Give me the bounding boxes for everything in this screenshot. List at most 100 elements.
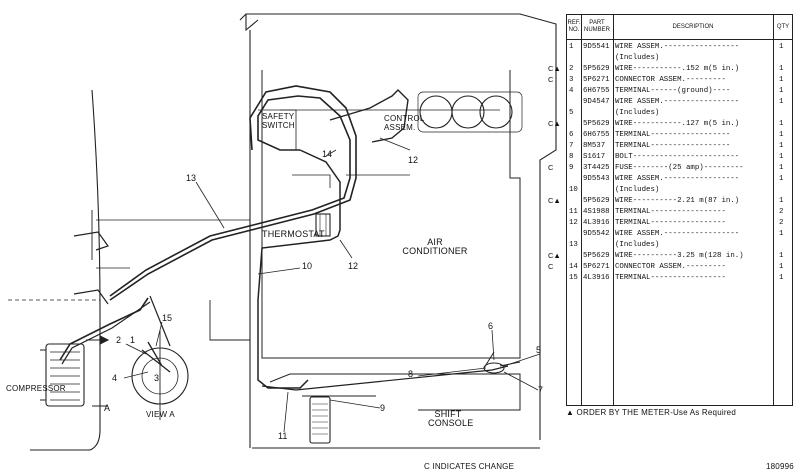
callout-11: 11 xyxy=(278,431,288,441)
parts-table-header: REF. NO. PART NUMBER DESCRIPTION QTY xyxy=(567,15,792,40)
cell-description: TERMINAL------(ground)---- xyxy=(615,87,731,95)
cell-part-number: 3T4425 xyxy=(583,164,610,172)
view-a-label: VIEW A xyxy=(146,410,175,419)
cell-qty: 1 xyxy=(779,43,784,51)
cell-part-number: 6H6755 xyxy=(583,131,610,139)
header-part-number: PART NUMBER xyxy=(583,20,610,33)
cell-part-number: 5P5629 xyxy=(583,65,610,73)
callout-2: 2 xyxy=(116,335,122,345)
control-assem-label-line2: ASSEM. xyxy=(384,123,416,132)
cell-ref: 7 xyxy=(569,142,574,150)
harness-wire-10 xyxy=(257,149,341,389)
table-row: 5P5629 WIRE----------2.21 m(87 in.)1 xyxy=(567,196,794,207)
thermostat-label: THERMOSTAT xyxy=(262,229,325,239)
cell-ref: 13 xyxy=(569,241,578,249)
callout-7: 7 xyxy=(538,385,544,395)
cell-description: WIRE ASSEM.----------------- xyxy=(615,98,740,106)
cell-description: TERMINAL------------------ xyxy=(615,142,731,150)
cell-part-number: 5P5629 xyxy=(583,252,610,260)
air-conditioner-label: AIR CONDITIONER xyxy=(400,238,470,256)
callout-10: 10 xyxy=(302,261,313,271)
column-divider xyxy=(581,15,582,405)
cell-description: TERMINAL------------------ xyxy=(615,131,731,139)
cell-part-number: 9D4547 xyxy=(583,98,610,106)
shift-console-label: SHIFT CONSOLE xyxy=(428,410,474,428)
vent-circle xyxy=(419,95,453,129)
cell-qty: 2 xyxy=(779,219,784,227)
column-divider xyxy=(773,15,774,405)
cell-description: WIRE ASSEM.----------------- xyxy=(615,43,740,51)
cab-outline xyxy=(239,13,557,440)
cell-description: WIRE-----------.152 m(5 in.) xyxy=(615,65,740,73)
cell-part-number: 5P5629 xyxy=(583,197,610,205)
table-row: 9D5543 WIRE ASSEM.----------------- 1 xyxy=(567,174,794,185)
compressor-body xyxy=(45,343,85,407)
arrow-a-label: A xyxy=(104,403,111,413)
callout-15: 15 xyxy=(162,313,173,323)
control-assem-label-line1: CONTROL xyxy=(384,114,425,123)
header-description: DESCRIPTION xyxy=(672,23,714,30)
cell-part-number: 4L3916 xyxy=(583,274,610,282)
cell-part-number: 9D5543 xyxy=(583,175,610,183)
table-row: 12 4L3916 TERMINAL----------------- 2 xyxy=(567,218,794,229)
cell-ref: 10 xyxy=(569,186,578,194)
callout-8: 8 xyxy=(408,369,414,379)
change-marker: C xyxy=(548,262,554,271)
harness-wire-13 xyxy=(109,95,351,297)
cell-ref: 4 xyxy=(569,87,574,95)
cell-part-number: 5P6271 xyxy=(583,263,610,271)
cell-description: FUSE--------(25 amp)--------- xyxy=(615,164,744,172)
air-conditioner-label-line1: AIR xyxy=(427,237,443,247)
cell-ref: 9 xyxy=(569,164,574,172)
cell-part-number: 9D5542 xyxy=(583,230,610,238)
cell-qty: 1 xyxy=(779,120,784,128)
cell-part-number: 9D5541 xyxy=(583,43,610,51)
safety-switch-label-line1: SAFETY xyxy=(262,112,295,121)
cell-qty: 1 xyxy=(779,175,784,183)
drawing-number: 180996 xyxy=(766,462,794,471)
cell-description: CONNECTOR ASSEM.--------- xyxy=(615,76,726,84)
cell-description: WIRE ASSEM.----------------- xyxy=(615,175,740,183)
change-marker: C▲ xyxy=(548,251,561,260)
cell-qty: 1 xyxy=(779,197,784,205)
vent-circle xyxy=(479,95,513,129)
cell-description: WIRE ASSEM.----------------- xyxy=(615,230,740,238)
order-by-meter-note: ▲ ORDER BY THE METER-Use As Required xyxy=(566,408,736,417)
callout-4: 4 xyxy=(112,373,118,383)
cell-qty: 1 xyxy=(779,131,784,139)
cell-qty: 1 xyxy=(779,153,784,161)
callout-13: 13 xyxy=(186,173,197,183)
vent-circle xyxy=(451,95,485,129)
cell-ref: 12 xyxy=(569,219,578,227)
table-row: (Includes) xyxy=(567,53,794,64)
control-assem-label: CONTROL ASSEM. xyxy=(384,114,425,132)
cell-description: TERMINAL----------------- xyxy=(615,219,726,227)
cell-part-number: 4L3916 xyxy=(583,219,610,227)
shift-console-label-line2: CONSOLE xyxy=(428,418,474,428)
cell-ref: 14 xyxy=(569,263,578,271)
thermostat-body xyxy=(315,213,331,237)
cell-part-number: S1617 xyxy=(583,153,606,161)
change-marker: C xyxy=(548,75,554,84)
cell-part-number: 5P6271 xyxy=(583,76,610,84)
air-conditioner-label-line2: CONDITIONER xyxy=(402,246,468,256)
view-a-arrow xyxy=(86,335,110,345)
cell-qty: 1 xyxy=(779,263,784,271)
cell-ref: 2 xyxy=(569,65,574,73)
compressor-label: COMPRESSOR xyxy=(6,384,66,393)
cell-ref: 8 xyxy=(569,153,574,161)
change-indicator-note: C INDICATES CHANGE xyxy=(424,462,515,471)
cell-description: (Includes) xyxy=(615,54,660,62)
air-conditioner-outline xyxy=(261,70,521,359)
callout-12-top: 12 xyxy=(408,155,419,165)
safety-switch-label-line2: SWITCH xyxy=(262,121,295,130)
